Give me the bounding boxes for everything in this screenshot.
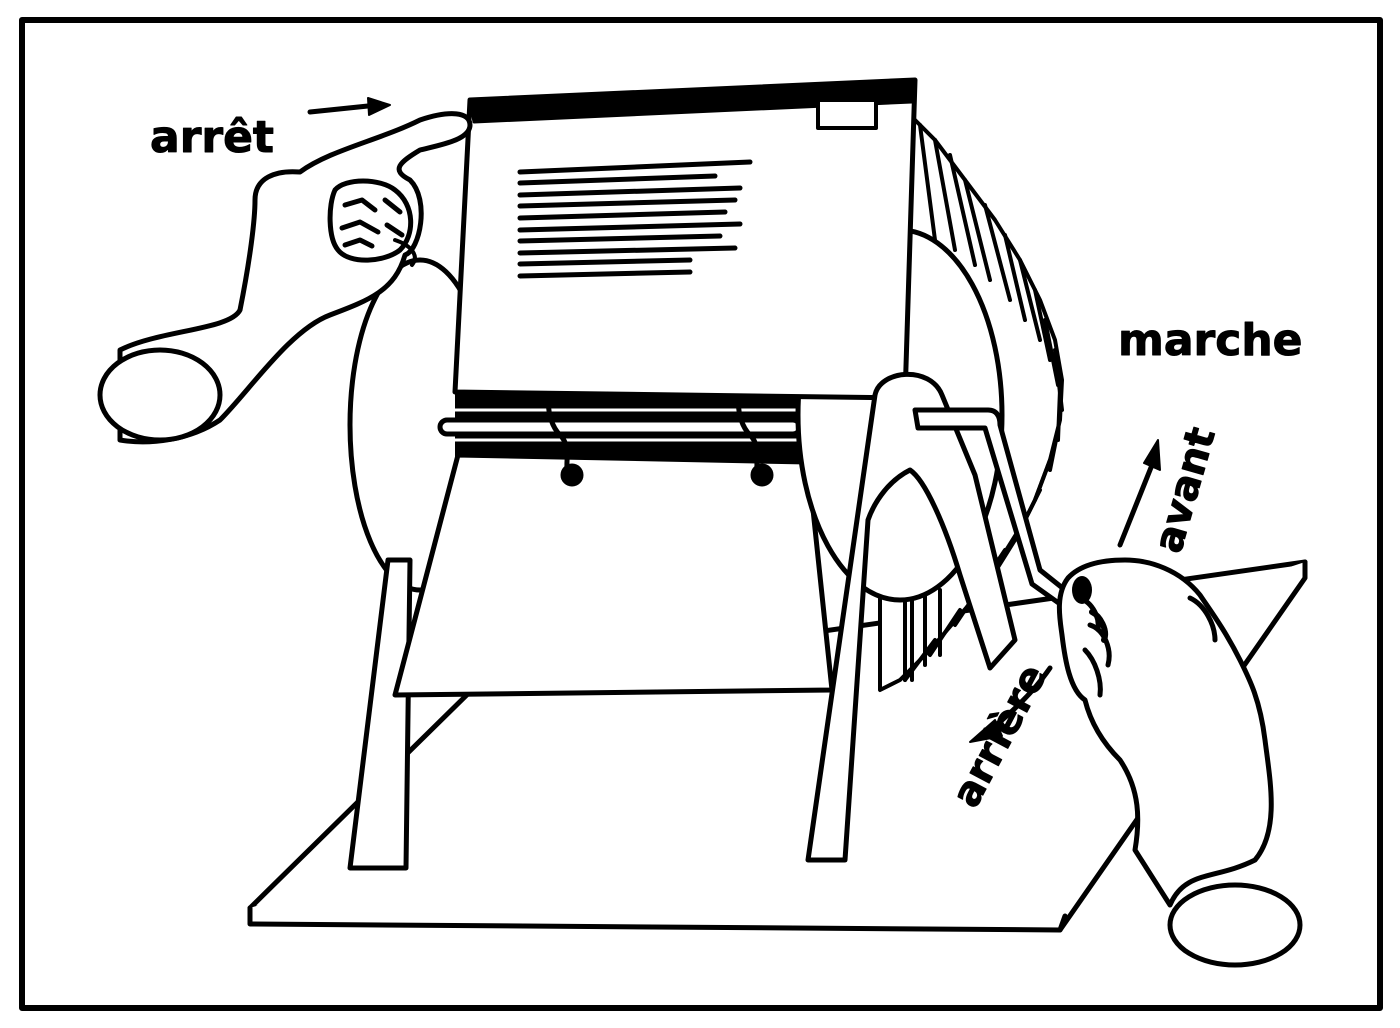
right-hand — [1056, 557, 1303, 968]
arrow-up-icon — [1117, 439, 1161, 548]
right-support — [805, 371, 1018, 863]
left-hand — [97, 111, 473, 445]
arrow-down-left-icon — [969, 665, 1053, 743]
label-run: marche — [1118, 315, 1303, 366]
hand-gripping-crank-icon — [1072, 576, 1108, 643]
left-support — [347, 557, 413, 871]
base-board — [247, 559, 1308, 933]
label-stop: arrêt — [150, 112, 274, 163]
arrow-right-icon — [307, 97, 391, 116]
hand-pointing-icon — [393, 238, 417, 267]
lower-card — [392, 452, 835, 698]
crank-handle — [912, 407, 1068, 607]
card-text-lines — [517, 159, 753, 279]
